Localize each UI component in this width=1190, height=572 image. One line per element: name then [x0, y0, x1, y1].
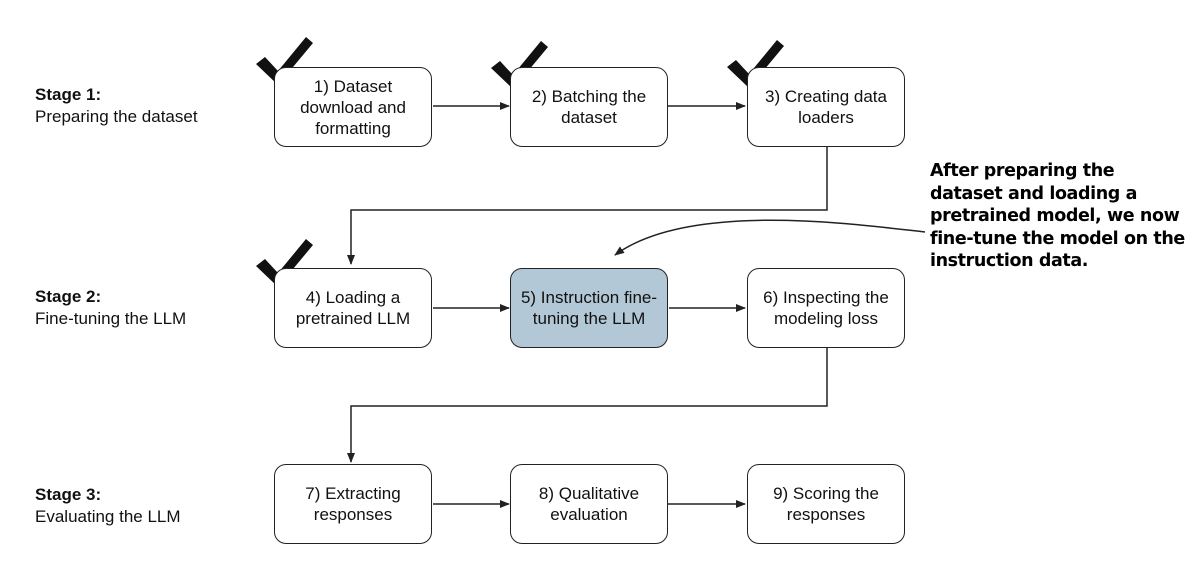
stage-3-subtitle: Evaluating the LLM	[35, 507, 181, 526]
annotation-arrow	[614, 219, 926, 256]
step-2-label: 2) Batching the dataset	[531, 87, 647, 127]
step-1-label: 1) Dataset download and formatting	[300, 76, 406, 138]
step-9-label: 9) Scoring the responses	[773, 484, 879, 524]
step-6-box: 6) Inspecting the modeling loss	[747, 268, 905, 348]
step-4-label: 4) Loading a pretrained LLM	[295, 288, 411, 328]
annotation-text: After preparing the dataset and loading …	[930, 161, 1185, 271]
stage-1-subtitle: Preparing the dataset	[35, 107, 198, 126]
checkmark-icon	[256, 37, 313, 85]
step-2-box: 2) Batching the dataset	[510, 67, 668, 147]
step-8-label: 8) Qualitative evaluation	[538, 484, 640, 524]
stage-3-title: Stage 3:	[35, 485, 102, 504]
checkmark-icon	[491, 41, 548, 89]
arrow-3-to-4	[347, 146, 828, 265]
step-1-box: 1) Dataset download and formatting	[274, 67, 432, 147]
stage-1-title: Stage 1:	[35, 85, 102, 104]
checkmark-icon	[256, 239, 313, 287]
stage-2-label: Stage 2: Fine-tuning the LLM	[35, 286, 186, 330]
stage-2-subtitle: Fine-tuning the LLM	[35, 309, 187, 328]
step-7-label: 7) Extracting responses	[305, 484, 401, 524]
step-7-box: 7) Extracting responses	[274, 464, 432, 544]
step-5-box: 5) Instruction fine-tuning the LLM	[510, 268, 668, 348]
arrow-6-to-7	[347, 348, 828, 463]
stage-3-label: Stage 3: Evaluating the LLM	[35, 484, 181, 528]
stage-2-title: Stage 2:	[35, 287, 102, 306]
stage-1-label: Stage 1: Preparing the dataset	[35, 84, 198, 128]
step-9-box: 9) Scoring the responses	[747, 464, 905, 544]
step-3-label: 3) Creating data loaders	[765, 87, 887, 127]
step-5-label: 5) Instruction fine-tuning the LLM	[520, 288, 658, 328]
step-4-box: 4) Loading a pretrained LLM	[274, 268, 432, 348]
step-6-label: 6) Inspecting the modeling loss	[763, 288, 889, 328]
step-8-box: 8) Qualitative evaluation	[510, 464, 668, 544]
step-3-box: 3) Creating data loaders	[747, 67, 905, 147]
checkmark-icon	[727, 40, 784, 88]
